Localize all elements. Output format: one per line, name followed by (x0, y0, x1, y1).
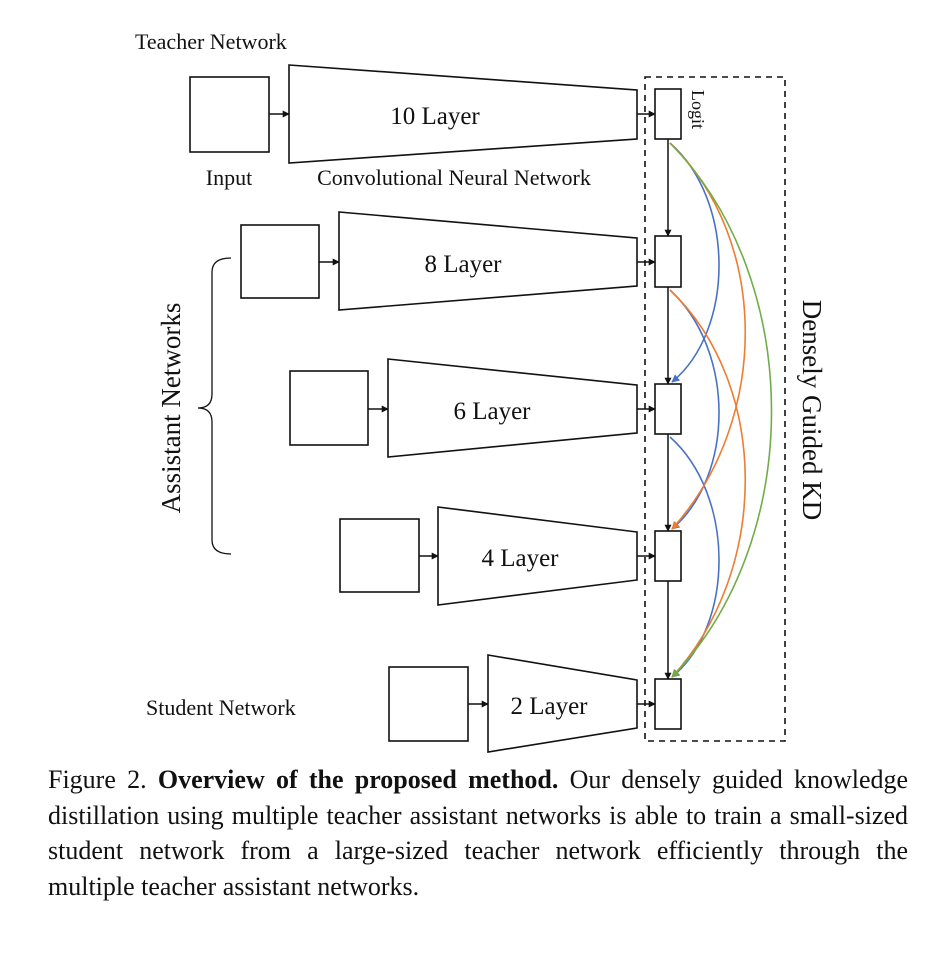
blue-guide-arrow-2 (669, 289, 720, 530)
densely-guided-kd-label: Densely Guided KD (797, 300, 827, 520)
assistant8-trapezoid (338, 211, 638, 311)
student-layer-label: 2 Layer (510, 693, 588, 720)
assistant4-logit-box (654, 530, 682, 582)
assistant4-input-box (339, 518, 420, 593)
figure-caption: Figure 2. Overview of the proposed metho… (48, 762, 908, 904)
teacher-input-box (189, 76, 270, 153)
assistant6-input-box (289, 370, 369, 446)
orange-guide-arrow-2 (669, 289, 747, 678)
caption-text: Our densely guided knowledge distillatio… (48, 765, 909, 901)
student-trapezoid (487, 654, 638, 753)
teacher-network-label: Teacher Network (135, 29, 287, 54)
input-label: Input (206, 165, 252, 190)
teacher-cnn-trapezoid (288, 64, 638, 164)
caption-bold: Overview of the proposed method. (157, 765, 559, 794)
assistant8-input-box (240, 224, 320, 299)
student-logit-box (654, 678, 682, 730)
cnn-label: Convolutional Neural Network (317, 165, 591, 190)
caption-lead: Figure 2. (48, 765, 147, 794)
student-network-label: Student Network (146, 695, 296, 720)
green-guide-arrow (669, 142, 773, 678)
teacher-logit-box (654, 88, 682, 140)
assistant4-trapezoid (437, 506, 638, 606)
assistant8-logit-box (654, 235, 682, 288)
assistant6-trapezoid (387, 358, 638, 458)
assistant6-layer-label: 6 Layer (453, 398, 531, 425)
assistant8-layer-label: 8 Layer (424, 251, 502, 278)
teacher-layer-label: 10 Layer (390, 103, 480, 130)
assistant6-logit-box (654, 383, 682, 435)
assistant4-layer-label: 4 Layer (481, 545, 559, 572)
assistant-networks-label: Assistant Networks (156, 303, 186, 514)
dgkd-diagram: Teacher Network 10 Layer Logit Input Con… (135, 29, 827, 753)
assistant-bracket (197, 257, 232, 555)
logit-label: Logit (688, 90, 708, 129)
student-input-box (388, 666, 469, 742)
